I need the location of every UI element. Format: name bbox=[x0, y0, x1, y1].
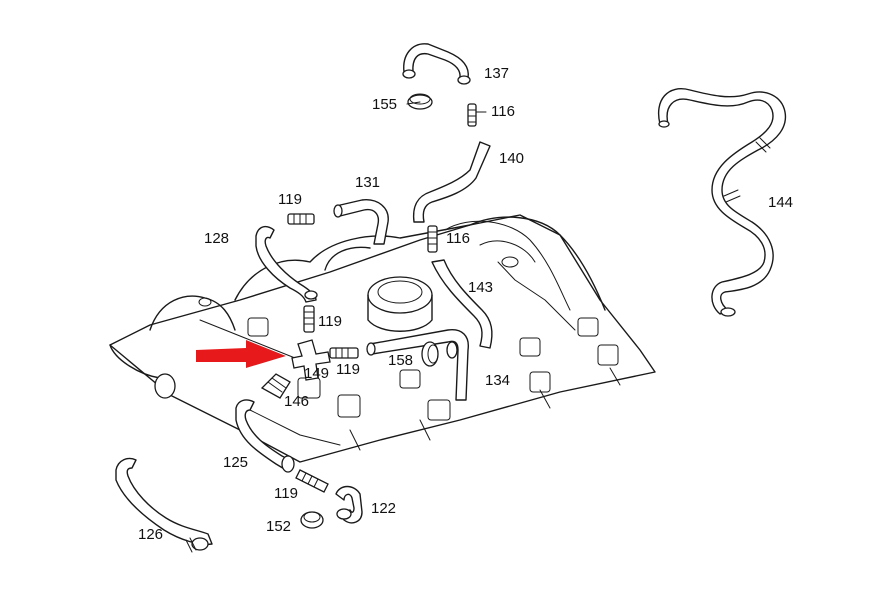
callout-131: 131 bbox=[355, 174, 381, 191]
red-arrow-icon bbox=[196, 340, 286, 368]
fitting-116-mid bbox=[427, 225, 438, 253]
callout-119-c: 119 bbox=[336, 361, 360, 378]
callout-137: 137 bbox=[484, 65, 510, 82]
callout-126: 126 bbox=[138, 526, 164, 543]
callout-125: 125 bbox=[223, 454, 249, 471]
callout-134: 134 bbox=[485, 372, 511, 389]
hose-131 bbox=[335, 199, 389, 245]
fitting-119-c bbox=[329, 347, 359, 359]
callout-152: 152 bbox=[266, 518, 292, 535]
t-piece-149 bbox=[291, 339, 331, 381]
intake-manifold bbox=[109, 214, 656, 463]
leader-lines bbox=[406, 101, 487, 113]
fitting-119-a bbox=[287, 213, 315, 225]
callout-119-d: 119 bbox=[274, 485, 298, 502]
callout-116-mid: 116 bbox=[446, 230, 470, 247]
hose-128 bbox=[255, 225, 317, 303]
hose-134 bbox=[369, 329, 469, 401]
valve-146 bbox=[260, 373, 291, 399]
hose-126 bbox=[115, 457, 213, 546]
clamp-158 bbox=[421, 341, 458, 367]
callout-140: 140 bbox=[499, 150, 525, 167]
callout-122: 122 bbox=[371, 500, 397, 517]
callout-143: 143 bbox=[468, 279, 494, 296]
hose-140 bbox=[412, 141, 491, 223]
callout-119-a: 119 bbox=[278, 191, 302, 208]
callout-155: 155 bbox=[372, 96, 398, 113]
callout-158: 158 bbox=[388, 352, 414, 369]
hose-143 bbox=[431, 259, 493, 349]
elbow-122 bbox=[335, 485, 363, 524]
callout-144: 144 bbox=[768, 194, 794, 211]
fitting-119-d bbox=[295, 469, 329, 493]
fitting-116-top bbox=[467, 103, 477, 127]
clamp-152 bbox=[300, 511, 324, 529]
fitting-119-b bbox=[303, 305, 315, 333]
callout-149: 149 bbox=[304, 365, 330, 382]
callout-116-top: 116 bbox=[491, 103, 515, 120]
callout-128: 128 bbox=[204, 230, 230, 247]
callout-146: 146 bbox=[284, 393, 310, 410]
callout-119-b: 119 bbox=[318, 313, 342, 330]
hose-144 bbox=[658, 88, 787, 315]
hose-125 bbox=[235, 399, 291, 471]
